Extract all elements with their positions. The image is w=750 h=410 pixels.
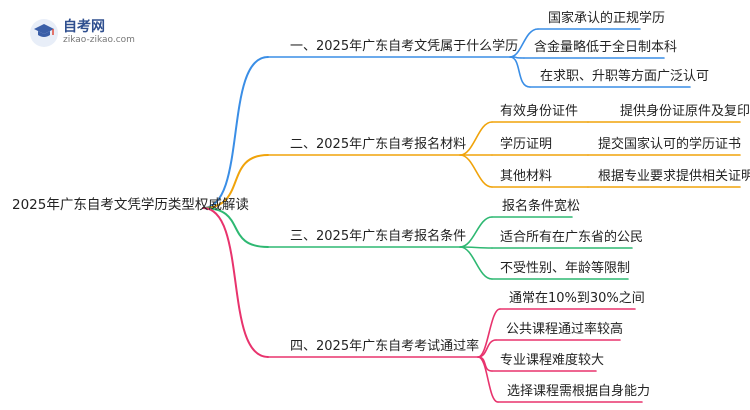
graduation-cap-icon [34, 24, 54, 37]
branch-1-item-3-link [509, 56, 531, 88]
branch-3-label: 三、2025年广东自考报名条件 [290, 229, 467, 244]
branch-4-item-1-link [477, 308, 501, 358]
branch-2-link [202, 154, 269, 209]
branch-3-link [202, 207, 269, 248]
logo-subtitle: zikao-zikao.com [63, 35, 135, 45]
branch-4-item-4-link [477, 356, 499, 403]
branch-2-item-1-link [459, 121, 493, 156]
branch-1-item-1: 国家承认的正规学历 [548, 11, 666, 26]
branch-3-item-2: 适合所有在广东省的公民 [500, 230, 644, 245]
branch-3-item-1-link [459, 216, 493, 248]
branch-4-item-4: 选择课程需根据自身能力 [507, 384, 651, 399]
logo-title: 自考网 [63, 19, 105, 35]
branch-1-item-3: 在求职、升职等方面广泛认可 [540, 69, 710, 84]
branch-4-item-3: 专业课程难度较大 [500, 353, 605, 368]
branch-4-label: 四、2025年广东自考考试通过率 [290, 339, 480, 354]
site-logo[interactable]: 自考网 zikao-zikao.com [30, 16, 190, 50]
branch-3-item-3: 不受性别、年龄等限制 [500, 261, 631, 276]
branch-2-item-1-detail: 提供身份证原件及复印件 [620, 104, 750, 119]
branch-4-link [202, 207, 269, 358]
branch-2-item-3-detail: 根据专业要求提供相关证明 [598, 169, 750, 184]
branch-2-label: 二、2025年广东自考报名材料 [290, 137, 467, 152]
branch-4-item-1: 通常在10%到30%之间 [509, 291, 645, 306]
branch-1-item-1-link [509, 28, 539, 58]
branch-1-link [202, 56, 269, 209]
branch-2-item-1: 有效身份证件 [500, 104, 579, 119]
branch-3-item-1: 报名条件宽松 [502, 199, 581, 214]
branch-3-item-3-link [459, 246, 493, 280]
branch-2-item-2: 学历证明 [500, 137, 553, 152]
branch-1-item-2: 含金量略低于全日制本科 [534, 40, 678, 55]
branch-2-item-2-detail: 提交国家认可的学历证书 [598, 137, 742, 152]
mindmap-connectors [202, 28, 741, 403]
root-topic: 2025年广东自考文凭学历类型权威解读 [12, 197, 249, 213]
branch-4-item-2: 公共课程通过率较高 [506, 322, 624, 337]
branch-1-label: 一、2025年广东自考文凭属于什么学历 [290, 39, 519, 54]
branch-2-item-3: 其他材料 [500, 169, 553, 184]
branch-2-item-3-link [459, 154, 493, 188]
